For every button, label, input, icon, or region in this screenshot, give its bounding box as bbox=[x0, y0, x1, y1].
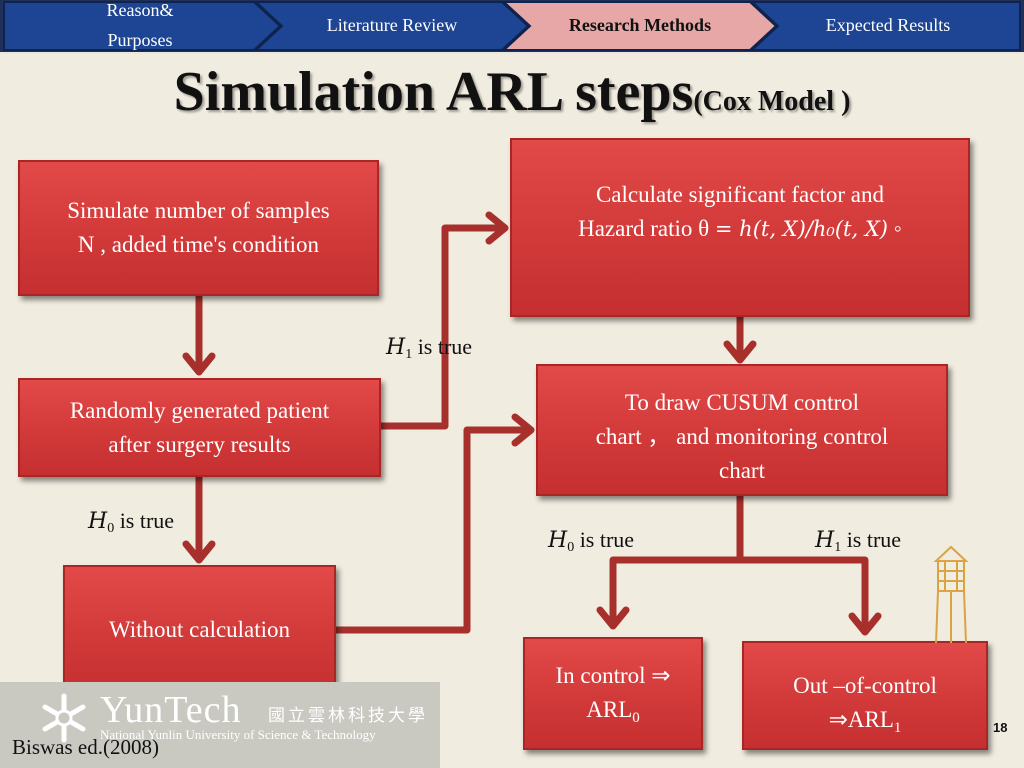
arrowhead-in-control bbox=[596, 606, 630, 630]
title-main: Simulation ARL steps bbox=[173, 61, 694, 123]
calculate-line-end: ◦ bbox=[887, 216, 902, 241]
citation: Biswas ed.(2008) bbox=[12, 735, 159, 759]
arrowhead-generate-to-calculate bbox=[485, 211, 509, 245]
without-calculation-box: Without calculation bbox=[63, 565, 336, 695]
out-of-control-content: Out –of-control ⇒ARL1 bbox=[793, 669, 937, 745]
logo-chinese-name: 國立雲林科技大學 bbox=[268, 706, 428, 726]
simulate-samples-box: Simulate number of samples N , added tim… bbox=[18, 160, 379, 296]
page-title: Simulation ARL steps(Cox Model ) bbox=[0, 60, 1024, 124]
simulate-samples-text: Simulate number of samples N , added tim… bbox=[67, 198, 330, 257]
snowflake-emblem-icon bbox=[42, 693, 86, 743]
title-sub: (Cox Model ) bbox=[693, 86, 851, 117]
h1-condition-upper: H1 is true bbox=[386, 334, 473, 362]
tab-expected-results[interactable]: Expected Results bbox=[825, 15, 951, 35]
arrow-branch-split bbox=[609, 556, 869, 634]
arrow-generate-to-calculate bbox=[377, 224, 507, 430]
arrow-without-to-cusum bbox=[332, 426, 533, 634]
tab-literature-review[interactable]: Literature Review bbox=[326, 15, 458, 35]
hazard-ratio-label: Hazard ratio θ bbox=[578, 216, 710, 241]
out-of-control-line-2: ⇒ARL1 bbox=[793, 703, 937, 745]
calculate-line-1: Calculate significant factor and bbox=[595, 182, 884, 207]
top-navigation: Reason& Purposes Literature Review Resea… bbox=[0, 0, 1024, 54]
h0-condition-right: H0 is true bbox=[548, 527, 635, 555]
generate-results-box: Randomly generated patient after surgery… bbox=[18, 378, 381, 477]
arl1-label: ⇒ARL bbox=[828, 707, 894, 732]
tab-reason-purposes[interactable]: Reason& Purposes bbox=[106, 0, 174, 50]
cusum-chart-text: To draw CUSUM control chart ， and monito… bbox=[595, 390, 889, 483]
arl0-label: ARL bbox=[586, 697, 633, 722]
arl1-subscript: 1 bbox=[893, 720, 902, 736]
nav-tab-3-shape bbox=[501, 1, 778, 51]
arrowhead-generate-to-without bbox=[182, 540, 216, 564]
in-control-line-1: In control ⇒ bbox=[555, 663, 671, 688]
out-of-control-line-1: Out –of-control bbox=[793, 673, 937, 698]
calculate-hazard-content: Calculate significant factor and Hazard … bbox=[578, 178, 902, 246]
without-calculation-text: Without calculation bbox=[108, 617, 291, 642]
h1-condition-right: H1 is true bbox=[815, 527, 902, 555]
in-control-box: In control ⇒ ARL0 bbox=[523, 637, 703, 750]
cusum-chart-box: To draw CUSUM control chart ， and monito… bbox=[536, 364, 948, 496]
generate-results-text: Randomly generated patient after surgery… bbox=[69, 397, 330, 457]
tab-research-methods[interactable]: Research Methods bbox=[568, 15, 712, 35]
nav-tab-shapes bbox=[0, 0, 1024, 52]
out-of-control-box: Out –of-control ⇒ARL1 bbox=[742, 641, 988, 750]
arl0-subscript: 0 bbox=[632, 710, 640, 726]
arrowhead-calculate-to-cusum bbox=[723, 340, 757, 364]
calculate-hazard-box: Calculate significant factor and Hazard … bbox=[510, 138, 970, 317]
nav-tab-4-shape bbox=[749, 1, 1021, 51]
hazard-ratio-formula: = h(t, X)/h₀(t, X) bbox=[714, 217, 888, 241]
arrowhead-out-control bbox=[848, 612, 882, 636]
h0-condition-left: H0 is true bbox=[88, 508, 175, 536]
arrowhead-simulate-to-generate bbox=[182, 352, 216, 376]
nav-tab-2-shape bbox=[253, 1, 530, 51]
logo-name: YunTech bbox=[100, 689, 242, 731]
in-control-content: In control ⇒ ARL0 bbox=[555, 659, 670, 735]
tower-illustration-icon bbox=[933, 545, 969, 644]
in-control-line-2: ARL0 bbox=[555, 693, 670, 735]
page-number: 18 bbox=[993, 720, 1008, 735]
arrowhead-without-to-cusum bbox=[511, 413, 535, 447]
nav-tab-1-shape bbox=[3, 1, 282, 51]
logo-english-name: National Yunlin University of Science & … bbox=[100, 727, 376, 742]
calculate-line-2: Hazard ratio θ = h(t, X)/h₀(t, X) ◦ bbox=[578, 212, 902, 246]
